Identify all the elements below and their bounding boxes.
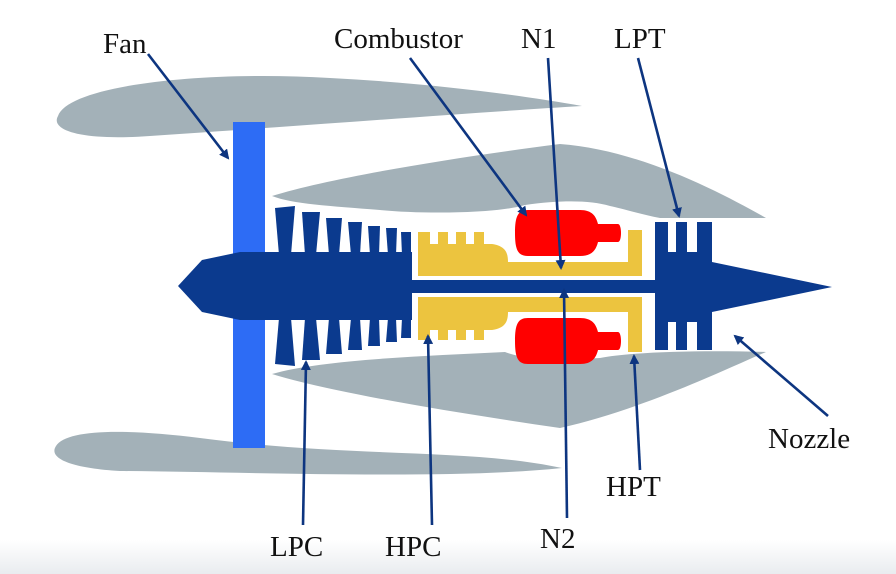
label-lpc: LPC: [270, 531, 323, 563]
label-hpc: HPC: [385, 531, 441, 563]
label-lpt: LPT: [614, 23, 666, 55]
nozzle-arrow: [733, 334, 829, 417]
lpt-gap: [687, 322, 697, 350]
lower-nacelle: [54, 431, 562, 475]
label-nozzle: Nozzle: [768, 423, 850, 455]
lpc-arrow: [300, 360, 311, 526]
combustor-chamber: [515, 210, 621, 364]
combustor-arrow: [408, 57, 528, 217]
n1-arrow: [546, 57, 566, 270]
lpt-gap: [668, 222, 676, 252]
label-combustor: Combustor: [334, 23, 463, 55]
label-hpt: HPT: [606, 471, 661, 503]
hpc-arrow: [423, 334, 434, 526]
label-n1: N1: [521, 23, 556, 55]
bottom-shade: [0, 540, 896, 574]
label-n2: N2: [540, 523, 575, 555]
low-pressure-spool: [178, 206, 832, 366]
hpt-arrow: [629, 354, 642, 471]
upper-nacelle: [56, 75, 583, 138]
lpt-gap: [687, 222, 697, 252]
lpt-arrow: [636, 57, 682, 218]
n2-arrow: [559, 288, 570, 519]
label-fan: Fan: [103, 28, 147, 60]
high-pressure-spool: [418, 230, 642, 352]
lpt-gap: [668, 322, 676, 350]
lower-core-cowl: [272, 351, 766, 428]
upper-core-cowl: [272, 144, 766, 218]
fan-arrow: [146, 53, 230, 160]
